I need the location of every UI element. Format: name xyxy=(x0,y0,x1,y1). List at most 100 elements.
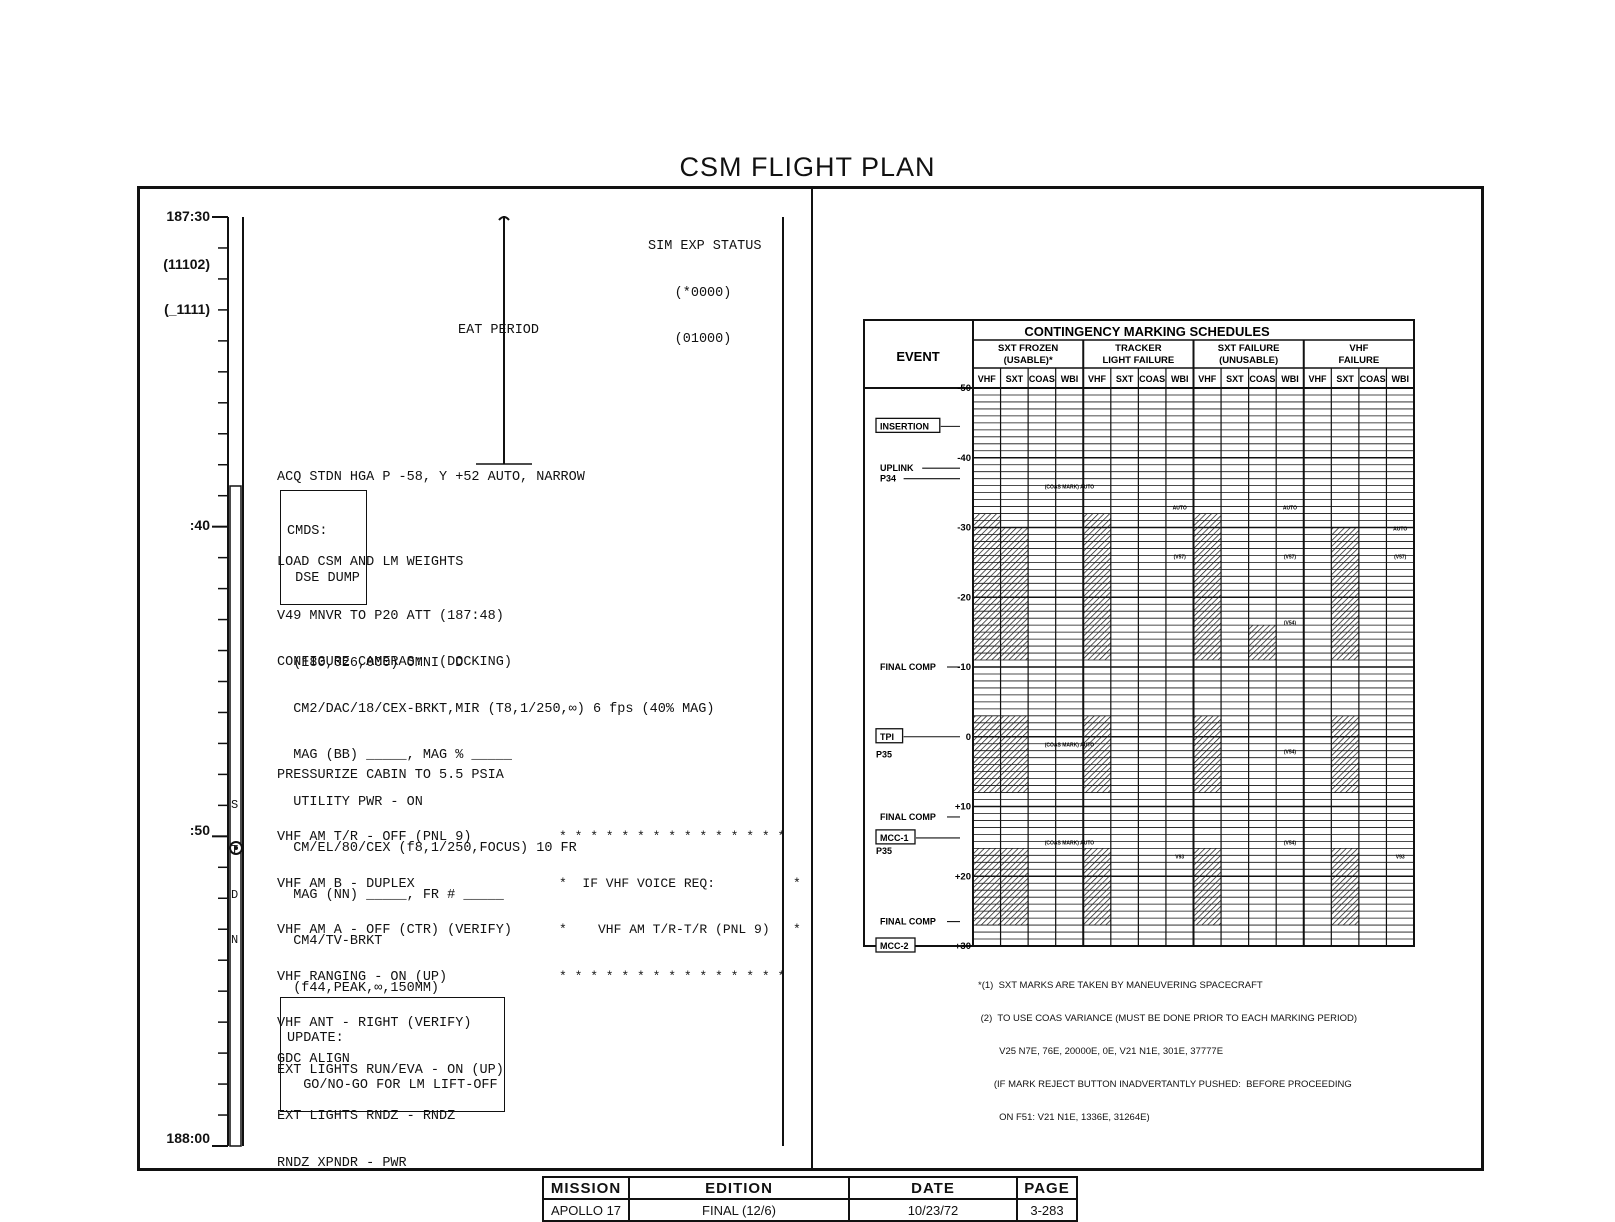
event-label: FINAL COMP xyxy=(880,917,936,927)
event-label: INSERTION xyxy=(880,421,929,431)
event-label: TPI xyxy=(880,732,894,742)
group-header: SXT FAILURE xyxy=(1218,343,1280,354)
voice-line: * IF VHF VOICE REQ: * xyxy=(559,875,801,891)
page-frame xyxy=(137,186,1484,1171)
column-header: COAS xyxy=(1360,374,1386,384)
vhf-config-block: VHF AM T/R - OFF (PNL 9) VHF AM B - DUPL… xyxy=(277,799,512,1187)
event-label: FINAL COMP xyxy=(880,662,936,672)
v49-line: V49 MNVR TO P20 ATT (187:48) xyxy=(277,609,504,624)
column-header: COAS xyxy=(1029,374,1055,384)
time-code: (_1111) xyxy=(164,301,210,317)
event-sub-label: P35 xyxy=(876,750,892,760)
vhf-line: EXT LIGHTS RUN/EVA - ON (UP) xyxy=(277,1062,504,1078)
stdn-letter: D xyxy=(231,888,239,902)
cell-mark-label: (COAS MARK) AUTO xyxy=(1045,840,1095,846)
event-box xyxy=(875,728,904,744)
column-header: WBI xyxy=(1061,374,1079,384)
sim-exp-status: SIM EXP STATUS (*0000) (01000) xyxy=(648,208,762,363)
sim-exp-line: SIM EXP STATUS xyxy=(648,239,762,254)
vhf-line: VHF AM B - DUPLEX xyxy=(277,876,415,892)
acq-stdn-line: ACQ STDN HGA P -58, Y +52 AUTO, NARROW xyxy=(277,470,585,485)
vhf-line: VHF RANGING - ON (UP) xyxy=(277,969,448,985)
sim-exp-line: (*0000) xyxy=(674,285,732,301)
cell-mark-label: (COAS MARK) AUTO xyxy=(1045,743,1095,749)
chart-title: CONTINGENCY MARKING SCHEDULES xyxy=(1024,324,1270,339)
cell-mark-label: (V57) xyxy=(1394,554,1407,560)
voice-line: * VHF AM T/R-T/R (PNL 9) * xyxy=(559,922,801,937)
column-header: COAS xyxy=(1139,374,1165,384)
group-header: VHF xyxy=(1349,343,1368,354)
footer-date: 10/23/72 xyxy=(848,1198,1018,1222)
footer-date-header: DATE xyxy=(848,1176,1018,1200)
camera-line: CM/EL/80/CEX (f8,1/250,FOCUS) 10 FR xyxy=(277,841,577,856)
event-time-tick: -40 xyxy=(957,453,971,464)
eat-period-label: EAT PERIOD xyxy=(458,323,540,338)
hatched-marking-cell xyxy=(1248,625,1277,661)
cell-mark-label: V93 xyxy=(1175,854,1184,860)
footer-page: 3-283 xyxy=(1016,1198,1078,1222)
vhf-line: VHF AM A - OFF (CTR) (VERIFY) xyxy=(277,923,512,938)
event-header: EVENT xyxy=(896,349,939,364)
column-header: VHF xyxy=(1309,374,1328,384)
event-time-tick: -30 xyxy=(957,523,971,534)
hatched-marking-cell xyxy=(1193,513,1222,661)
camera-line: CONFIGURE CAMERAS: (DOCKING) xyxy=(277,655,512,670)
cell-mark-label: (V57) xyxy=(1174,554,1187,560)
stdn-letter: S xyxy=(231,798,239,812)
column-header: WBI xyxy=(1281,374,1299,384)
hatched-marking-cell xyxy=(1000,848,1029,926)
hatched-marking-cell xyxy=(973,848,1001,926)
event-time-tick: +30 xyxy=(955,941,971,952)
note-line: *(1) SXT MARKS ARE TAKEN BY MANEUVERING … xyxy=(978,980,1263,991)
note-line: (2) TO USE COAS VARIANCE (MUST BE DONE P… xyxy=(978,1013,1358,1024)
event-label: UPLINK xyxy=(880,463,914,473)
group-header: SXT FROZEN xyxy=(998,343,1058,354)
cell-mark-label: (COAS MARK) AUTO xyxy=(1045,485,1095,491)
cell-mark-label: (V54) xyxy=(1284,750,1297,756)
hatched-marking-cell xyxy=(1331,527,1359,661)
stdn-coverage-bar xyxy=(229,485,242,1147)
group-header: LIGHT FAILURE xyxy=(1102,355,1174,366)
column-header: VHF xyxy=(1088,374,1107,384)
pressurize-line: PRESSURIZE CABIN TO 5.5 PSIA xyxy=(277,768,504,783)
v49-line: (180,026,000) OMNI D xyxy=(277,655,464,671)
event-time-tick: +20 xyxy=(955,871,971,882)
footer-edition-header: EDITION xyxy=(628,1176,850,1200)
hatched-marking-cell xyxy=(1000,715,1029,793)
cell-mark-label: AUTO xyxy=(1393,527,1407,533)
vhf-line: EXT LIGHTS RNDZ - RNDZ xyxy=(277,1109,456,1124)
vhf-line: VHF AM T/R - OFF (PNL 9) xyxy=(277,830,472,845)
chart-notes: *(1) SXT MARKS ARE TAKEN BY MANEUVERING … xyxy=(978,958,1357,1134)
column-header: SXT xyxy=(1336,374,1354,384)
event-time-tick: -20 xyxy=(957,592,971,603)
hatched-marking-cell xyxy=(1000,527,1029,661)
hatched-marking-cell xyxy=(1193,848,1222,926)
column-header: SXT xyxy=(1116,374,1134,384)
cell-mark-label: (V54) xyxy=(1284,840,1297,846)
camera-line: CM2/DAC/18/CEX-BRKT,MIR (T8,1/250,∞) 6 f… xyxy=(277,701,715,717)
hatched-marking-cell xyxy=(1193,715,1222,793)
sim-exp-line: (01000) xyxy=(674,332,732,347)
page-title: CSM FLIGHT PLAN xyxy=(679,152,936,182)
event-time-tick: +10 xyxy=(955,802,971,813)
column-header: SXT xyxy=(1006,374,1024,384)
event-time-tick: -10 xyxy=(957,662,971,673)
event-box xyxy=(875,417,941,434)
cell-mark-label: (V54) xyxy=(1284,621,1297,627)
voice-line: * * * * * * * * * * * * * * * xyxy=(559,829,786,844)
hatched-marking-cell xyxy=(1083,848,1111,926)
timeline-graphic xyxy=(212,216,784,1147)
cell-mark-label: V93 xyxy=(1396,854,1405,860)
note-line: V25 N7E, 76E, 20000E, 0E, V21 N1E, 301E,… xyxy=(978,1046,1224,1057)
hatched-marking-cell xyxy=(973,513,1001,661)
hatched-marking-cell xyxy=(1331,715,1359,793)
cmds-line: DSE DUMP xyxy=(287,570,360,586)
column-header: COAS xyxy=(1249,374,1275,384)
hatched-marking-cell xyxy=(1331,848,1359,926)
event-label: MCC-2 xyxy=(880,941,909,951)
note-line: (IF MARK REJECT BUTTON INADVERTANTLY PUS… xyxy=(978,1079,1352,1090)
camera-line: CM4/TV-BRKT xyxy=(277,934,383,949)
footer-mission: APOLLO 17 xyxy=(542,1198,630,1222)
v49-block: V49 MNVR TO P20 ATT (187:48) (180,026,00… xyxy=(277,578,504,687)
event-time-tick: -50 xyxy=(957,383,971,394)
